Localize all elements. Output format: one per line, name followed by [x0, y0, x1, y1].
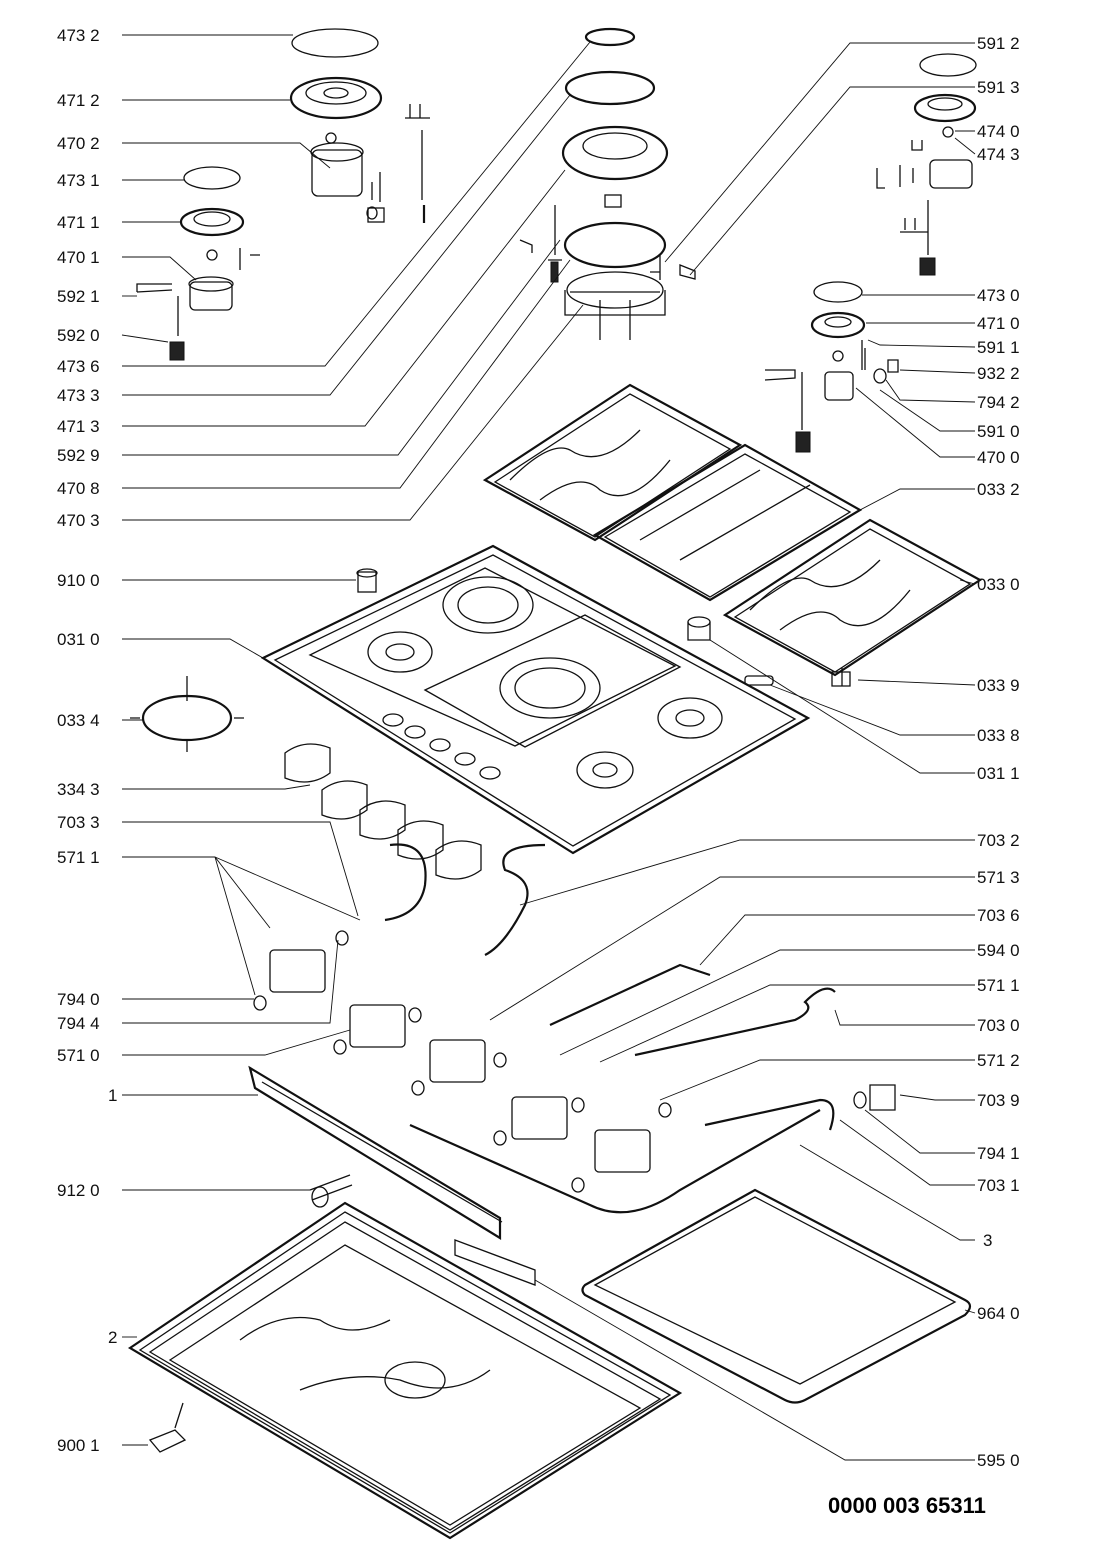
part-label: 470 1	[57, 248, 100, 267]
part-label: 2	[108, 1328, 117, 1347]
part-label: 033 9	[977, 676, 1020, 695]
part-label: 591 1	[977, 338, 1020, 357]
parts-drawing	[127, 27, 983, 1540]
part-label: 571 1	[57, 848, 100, 867]
part-label: 592 9	[57, 446, 100, 465]
part-label: 571 0	[57, 1046, 100, 1065]
part-label: 703 3	[57, 813, 100, 832]
part-label: 910 0	[57, 571, 100, 590]
part-label: 591 3	[977, 78, 1020, 97]
part-label: 473 6	[57, 357, 100, 376]
part-label: 031 1	[977, 764, 1020, 783]
part-label: 900 1	[57, 1436, 100, 1455]
part-label: 471 1	[57, 213, 100, 232]
part-label: 033 2	[977, 480, 1020, 499]
part-label: 033 8	[977, 726, 1020, 745]
part-label: 1	[108, 1086, 117, 1105]
part-label: 964 0	[977, 1304, 1020, 1323]
part-label: 794 1	[977, 1144, 1020, 1163]
part-label: 703 1	[977, 1176, 1020, 1195]
part-label: 473 0	[977, 286, 1020, 305]
document-number: 0000 003 65311	[828, 1493, 986, 1518]
part-label: 3	[983, 1231, 992, 1250]
part-label: 592 1	[57, 287, 100, 306]
part-label: 794 2	[977, 393, 1020, 412]
part-label: 794 4	[57, 1014, 100, 1033]
part-label: 703 2	[977, 831, 1020, 850]
part-label: 474 3	[977, 145, 1020, 164]
part-label: 033 4	[57, 711, 100, 730]
part-label: 932 2	[977, 364, 1020, 383]
part-label: 473 1	[57, 171, 100, 190]
part-label: 470 3	[57, 511, 100, 530]
part-label: 474 0	[977, 122, 1020, 141]
part-label: 471 2	[57, 91, 100, 110]
part-label: 591 2	[977, 34, 1020, 53]
part-label: 470 2	[57, 134, 100, 153]
part-label: 470 0	[977, 448, 1020, 467]
part-label: 334 3	[57, 780, 100, 799]
part-label: 471 0	[977, 314, 1020, 333]
part-label: 703 9	[977, 1091, 1020, 1110]
part-label: 033 0	[977, 575, 1020, 594]
part-label: 592 0	[57, 326, 100, 345]
part-label: 470 8	[57, 479, 100, 498]
part-label: 595 0	[977, 1451, 1020, 1470]
left-labels: 473 2 471 2 470 2 473 1 471 1 470 1 592 …	[57, 26, 117, 1455]
part-label: 031 0	[57, 630, 100, 649]
right-labels: 591 2 591 3 474 0 474 3 473 0 471 0 591 …	[977, 34, 1020, 1470]
part-label: 703 0	[977, 1016, 1020, 1035]
part-label: 473 2	[57, 26, 100, 45]
leader-lines	[121, 34, 976, 1461]
part-label: 794 0	[57, 990, 100, 1009]
part-label: 703 6	[977, 906, 1020, 925]
part-label: 571 2	[977, 1051, 1020, 1070]
part-label: 571 3	[977, 868, 1020, 887]
part-label: 473 3	[57, 386, 100, 405]
part-label: 591 0	[977, 422, 1020, 441]
part-label: 471 3	[57, 417, 100, 436]
part-label: 571 1	[977, 976, 1020, 995]
part-label: 912 0	[57, 1181, 100, 1200]
part-label: 594 0	[977, 941, 1020, 960]
